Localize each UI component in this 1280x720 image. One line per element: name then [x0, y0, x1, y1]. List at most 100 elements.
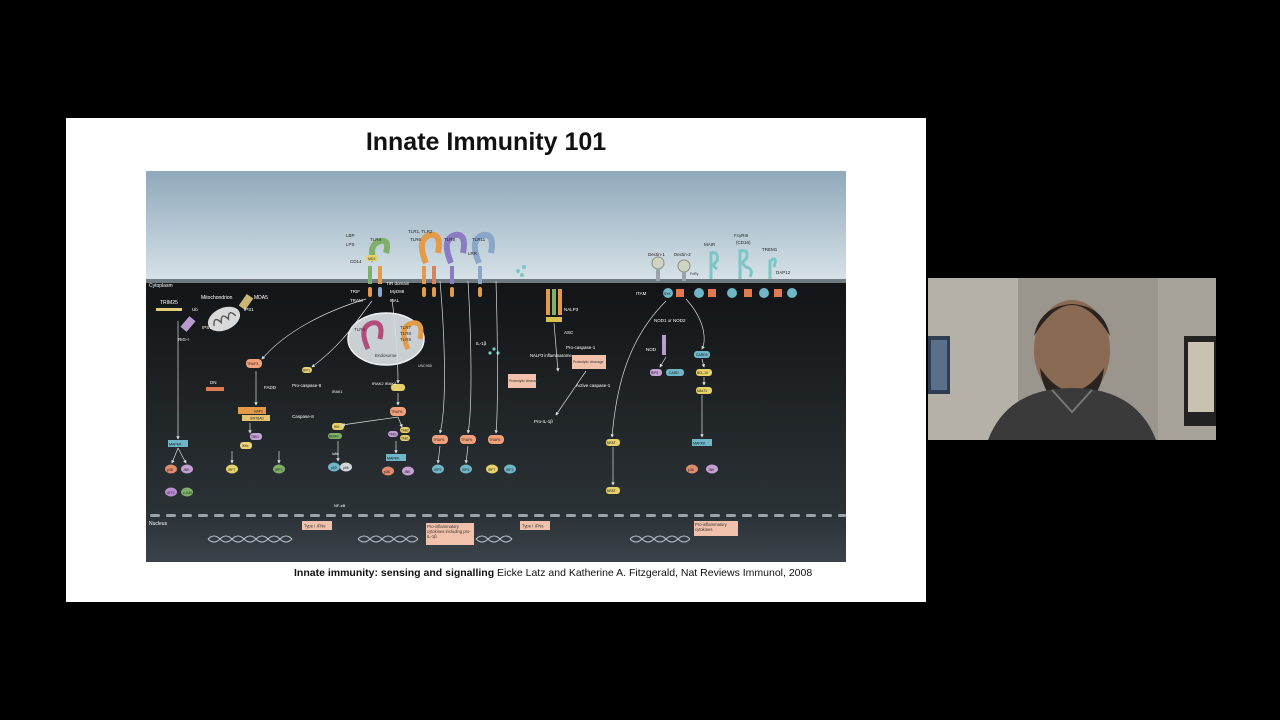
bcl10-node — [696, 369, 712, 376]
trem1-label: TREM1 — [762, 247, 778, 252]
proteolytic-label-1: Proteolytic cleavage — [573, 360, 603, 364]
tlr8-label: TLR8 — [400, 331, 412, 336]
tlr11-receptor — [471, 231, 495, 284]
proinflam-box-right — [694, 521, 738, 536]
irf3-left-label: IRF3 — [275, 468, 282, 472]
nalp3-complex — [546, 289, 562, 322]
procasp8-label: Pro-caspase-8 — [292, 383, 322, 388]
syk-label: SYK — [664, 292, 672, 296]
malt1-node — [696, 387, 712, 394]
traf6-label-1: TRAF6 — [391, 410, 402, 414]
dn-label: DN — [210, 380, 217, 385]
type1-ifn-left: Type I IFNs — [304, 524, 325, 529]
mda5-shape — [238, 293, 254, 311]
lrr-label: LRR — [468, 251, 478, 256]
p65-node — [340, 462, 352, 472]
proteolytic-label-2: Proteolytic cleavage — [509, 379, 539, 383]
tab2-node — [400, 427, 410, 433]
tlr789-shape — [401, 320, 424, 351]
ikk-label: IKK — [334, 425, 340, 429]
nap1-node — [238, 407, 266, 414]
mapkk-left-label: MAPKK — [169, 443, 182, 447]
proteolytic-box-1 — [572, 355, 606, 369]
nap1-label: NAP1 — [254, 410, 263, 414]
p38-left-label: p38 — [167, 468, 173, 472]
lps-label: LPS — [346, 242, 355, 247]
tlr5-label: TLR5 — [444, 237, 456, 242]
mitochondrion — [207, 306, 241, 332]
atf2-left-label: ATF2 — [167, 491, 175, 495]
asc-label: ASC — [564, 330, 574, 335]
irf7-left-label: IRF7 — [228, 468, 235, 472]
tbk1-label: TBK1 — [251, 435, 259, 439]
rip2-label: RIP2 — [651, 371, 658, 375]
cjun-left-label: c-JUN — [183, 491, 193, 495]
p38-mid-label: p38 — [384, 470, 390, 474]
rip2-node — [650, 369, 662, 376]
slide: Innate Immunity 101 Cytoplasm — [66, 118, 926, 602]
cytoplasm-region — [146, 281, 846, 516]
malt1-label: MALT1 — [697, 389, 707, 393]
ips1-label: IPS1 — [244, 307, 254, 312]
irf5-label: IRF5 — [434, 468, 441, 472]
card-label: CARD — [669, 371, 679, 375]
p38-right — [686, 464, 698, 474]
tab2-label: TAB2 — [401, 429, 409, 433]
casp8-label: Caspase-8 — [292, 414, 314, 419]
cd16-label: (CD16) — [736, 240, 751, 245]
itam-label: ITAM — [636, 291, 647, 296]
trim25-bar — [156, 308, 182, 311]
citation-title: Innate immunity: sensing and signalling — [294, 567, 495, 579]
nucleus-label: Nucleus — [149, 521, 168, 527]
irak1-label: IRAK1 — [332, 390, 342, 394]
dectin1-receptor — [651, 256, 665, 281]
card-node — [666, 369, 684, 376]
pathway-diagram: Cytoplasm Nucleus Mitochondrion TRIM25 M… — [146, 171, 846, 562]
sintbad-label: SINTBAD — [250, 417, 265, 421]
myd88-label: MyD88 — [390, 289, 405, 294]
tak1-node — [388, 431, 398, 437]
proteolytic-box-2 — [508, 374, 536, 388]
endosome-label: Endosome — [375, 353, 397, 358]
rip1-label: RIP1 — [303, 369, 310, 373]
tlr5-receptor — [443, 231, 467, 284]
type1-ifn-box-mid — [520, 521, 550, 530]
tlr1-2-label: TLR1, TLR2 — [408, 229, 433, 234]
nfat-label-2: NFAT — [607, 489, 615, 493]
atf2-left — [165, 487, 177, 497]
tlr3-shape — [361, 320, 384, 351]
mair-receptor — [709, 251, 719, 279]
nfat-node-2 — [606, 487, 620, 494]
nfkb-label: NF-κB — [334, 503, 346, 508]
rigi-shape — [180, 316, 196, 332]
irak-node — [391, 384, 405, 391]
traf6-label-4: TRAF6 — [489, 438, 500, 442]
tlr4-receptor — [368, 237, 391, 284]
procasp1-label: Pro-caspase-1 — [566, 345, 596, 350]
ikk-node — [332, 423, 344, 430]
card9-label: CARD9 — [696, 353, 708, 357]
cd14-label: CD14 — [350, 259, 362, 264]
nfat-label: NFAT — [607, 441, 615, 445]
tlr11-label: TLR11 — [472, 237, 486, 242]
mapkk-mid-label: MAPKK — [387, 457, 400, 461]
ikke-label: IKKε — [242, 444, 249, 448]
nemo-node — [328, 433, 342, 439]
adaptor-pills — [368, 287, 482, 297]
p65-label: p65 — [343, 466, 349, 470]
rip1-node — [302, 367, 312, 373]
mitochondrion-label: Mitochondrion — [201, 295, 233, 301]
traf6-node-2 — [432, 435, 448, 444]
jnk-mid — [402, 466, 414, 476]
tir-domain-label: TIR domain — [386, 281, 410, 286]
traf6-node-3 — [460, 435, 476, 444]
irf5-node — [432, 464, 444, 474]
mapkk-left — [168, 440, 188, 447]
mda5-label: MDA5 — [254, 295, 268, 301]
trim25-label: TRIM25 — [160, 300, 178, 306]
p50-label: p50 — [331, 466, 337, 470]
type1-ifn-box-left — [302, 521, 332, 530]
mapkk-right — [692, 439, 712, 446]
irf5-label-2: IRF5 — [462, 468, 469, 472]
proil1b-label: Pro-IL-1β — [534, 419, 553, 424]
